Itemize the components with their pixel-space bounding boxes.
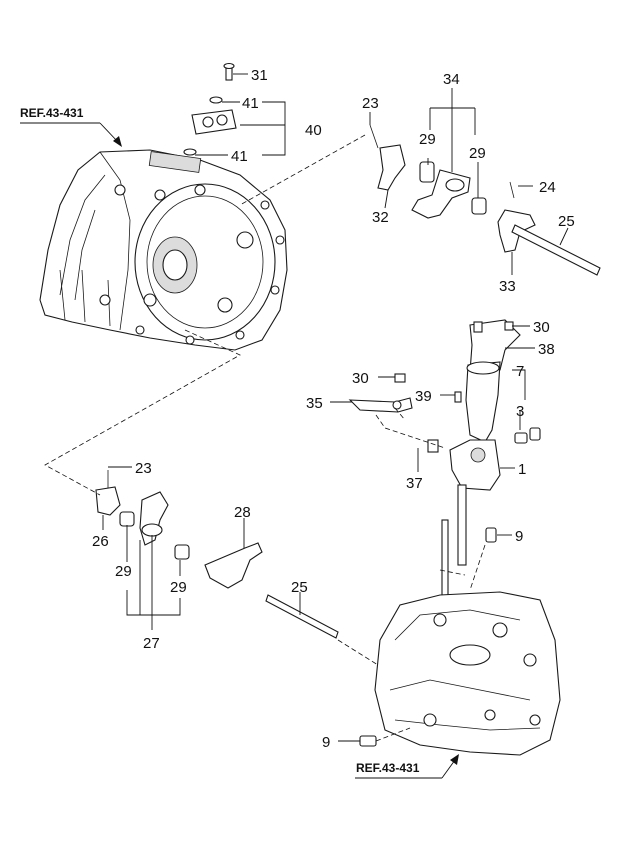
callout-29-lower-right: 29 — [170, 579, 187, 596]
callout-33: 33 — [499, 278, 516, 295]
callout-9-lower: 9 — [322, 734, 330, 751]
callout-32: 32 — [372, 209, 389, 226]
callout-3: 3 — [516, 403, 524, 420]
reference-arrows — [20, 122, 459, 779]
callout-23-upper: 23 — [362, 95, 379, 112]
reference-labels: REF.43-431 REF.43-431 — [20, 106, 420, 775]
reference-label-top: REF.43-431 — [20, 106, 84, 120]
callout-39: 39 — [415, 388, 432, 405]
shift-forks-lower — [95, 470, 339, 639]
callout-23-lower: 23 — [135, 460, 152, 477]
callout-27: 27 — [143, 635, 160, 652]
transaxle-case — [359, 591, 561, 756]
callout-30-lower: 30 — [352, 370, 369, 387]
callout-41-lower: 41 — [231, 148, 248, 165]
shift-forks-upper — [369, 124, 601, 276]
reference-label-bottom: REF.43-431 — [356, 761, 420, 775]
callout-25-lower: 25 — [291, 579, 308, 596]
shift-control-assembly — [348, 319, 541, 621]
callout-34: 34 — [443, 71, 460, 88]
callout-7: 7 — [516, 363, 524, 380]
callout-29-lower-left: 29 — [115, 563, 132, 580]
callout-35: 35 — [306, 395, 323, 412]
bracket-40 — [183, 62, 237, 156]
dashed-connectors — [44, 134, 486, 742]
clutch-housing — [39, 149, 288, 351]
leader-lines — [102, 73, 569, 742]
callout-29-upper-left: 29 — [419, 131, 436, 148]
callout-37: 37 — [406, 475, 423, 492]
callout-40: 40 — [305, 122, 322, 139]
callout-1: 1 — [518, 461, 526, 478]
callout-26: 26 — [92, 533, 109, 550]
callout-25-upper: 25 — [558, 213, 575, 230]
callout-9-upper: 9 — [515, 528, 523, 545]
callout-41-upper: 41 — [242, 95, 259, 112]
callout-38: 38 — [538, 341, 555, 358]
callout-labels: 31 41 40 41 34 23 29 29 24 32 25 33 30 3… — [92, 67, 575, 751]
callout-31: 31 — [251, 67, 268, 84]
callout-29-upper-right: 29 — [469, 145, 486, 162]
callout-24: 24 — [539, 179, 556, 196]
callout-30-upper: 30 — [533, 319, 550, 336]
callout-28: 28 — [234, 504, 251, 521]
